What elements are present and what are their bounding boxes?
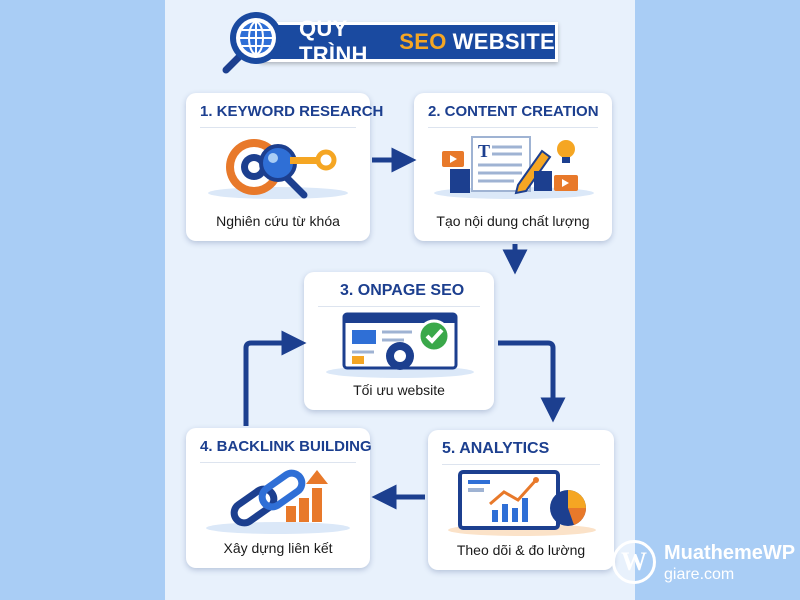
globe-magnifier-icon [222, 12, 282, 74]
step-card-content-creation: 2. CONTENT CREATION T Tạo nội dung chất … [414, 93, 612, 241]
step-card-analytics: 5. ANALYTICS Theo dõi & đo lường [428, 430, 614, 570]
step-label: Theo dõi & đo lường [456, 542, 586, 558]
chain-link-growth-icon [206, 469, 350, 534]
title-suffix: WEBSITE [452, 29, 555, 54]
content-document-icon: T [434, 136, 594, 199]
step-label: Nghiên cứu từ khóa [216, 213, 340, 229]
step-title: 2. CONTENT CREATION [428, 103, 599, 120]
divider [318, 306, 480, 307]
title-prefix: QUY TRÌNH [299, 16, 368, 67]
target-key-icon [208, 139, 348, 199]
watermark-line-2: giare.com [664, 566, 735, 583]
analytics-dashboard-icon [448, 470, 596, 536]
step-card-onpage-seo: 3. ONPAGE SEO Tối ưu website [304, 272, 494, 410]
svg-text:T: T [478, 141, 490, 161]
watermark: W MuathemeWP giare.com [612, 536, 796, 590]
step-title: 3. ONPAGE SEO [340, 282, 465, 299]
title-highlight: SEO [399, 29, 447, 54]
step-label: Tối ưu website [353, 382, 445, 398]
watermark-line-1: MuathemeWP [664, 542, 796, 564]
divider [200, 462, 356, 463]
step-title: 5. ANALYTICS [442, 440, 550, 457]
website-settings-icon [326, 312, 474, 378]
step-card-keyword-research: 1. KEYWORD RESEARCH Nghiên cứu từ khóa [186, 93, 383, 241]
title-banner: QUY TRÌNH SEO WEBSITE [260, 16, 558, 67]
step-label: Tạo nội dung chất lượng [436, 213, 590, 229]
divider [442, 464, 600, 465]
step-title: 1. KEYWORD RESEARCH [200, 103, 384, 120]
wordpress-logo-icon: W [612, 540, 656, 584]
step-card-backlink-building: 4. BACKLINK BUILDING Xây dựng liên kết [186, 428, 372, 568]
divider [428, 127, 598, 128]
step-label: Xây dựng liên kết [223, 540, 333, 556]
divider [200, 127, 356, 128]
step-title: 4. BACKLINK BUILDING [200, 438, 372, 455]
title-block: QUY TRÌNH SEO WEBSITE [220, 8, 565, 76]
